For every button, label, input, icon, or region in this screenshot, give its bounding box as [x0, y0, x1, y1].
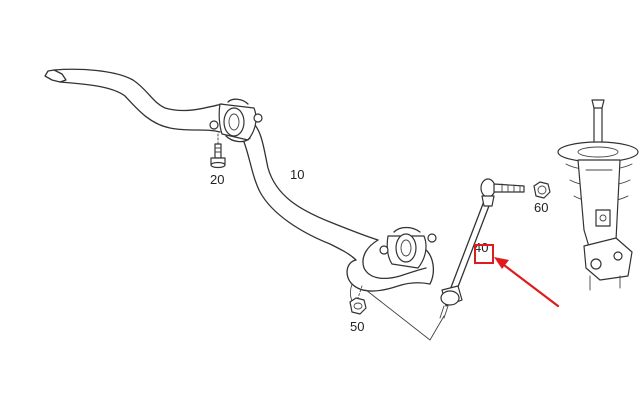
nut-part-50	[349, 285, 367, 315]
label-part-50: 50	[350, 319, 364, 334]
highlight-box	[474, 244, 494, 264]
annotation-highlight	[474, 244, 560, 308]
label-part-60: 60	[534, 200, 548, 215]
leader-lines	[365, 289, 445, 341]
arrow-head-icon	[494, 257, 509, 269]
annotation-arrow	[498, 260, 560, 308]
bushing-left	[209, 98, 263, 143]
strut-assembly	[557, 99, 639, 291]
bolt-part-20	[210, 133, 226, 169]
nut-part-60	[533, 181, 551, 199]
bushing-right	[379, 226, 437, 269]
stabilizer-bar	[44, 68, 435, 309]
stabilizer-link-part-40	[439, 178, 525, 319]
label-part-20: 20	[210, 172, 224, 187]
label-part-40: 40	[474, 240, 488, 255]
label-part-10: 10	[290, 167, 304, 182]
